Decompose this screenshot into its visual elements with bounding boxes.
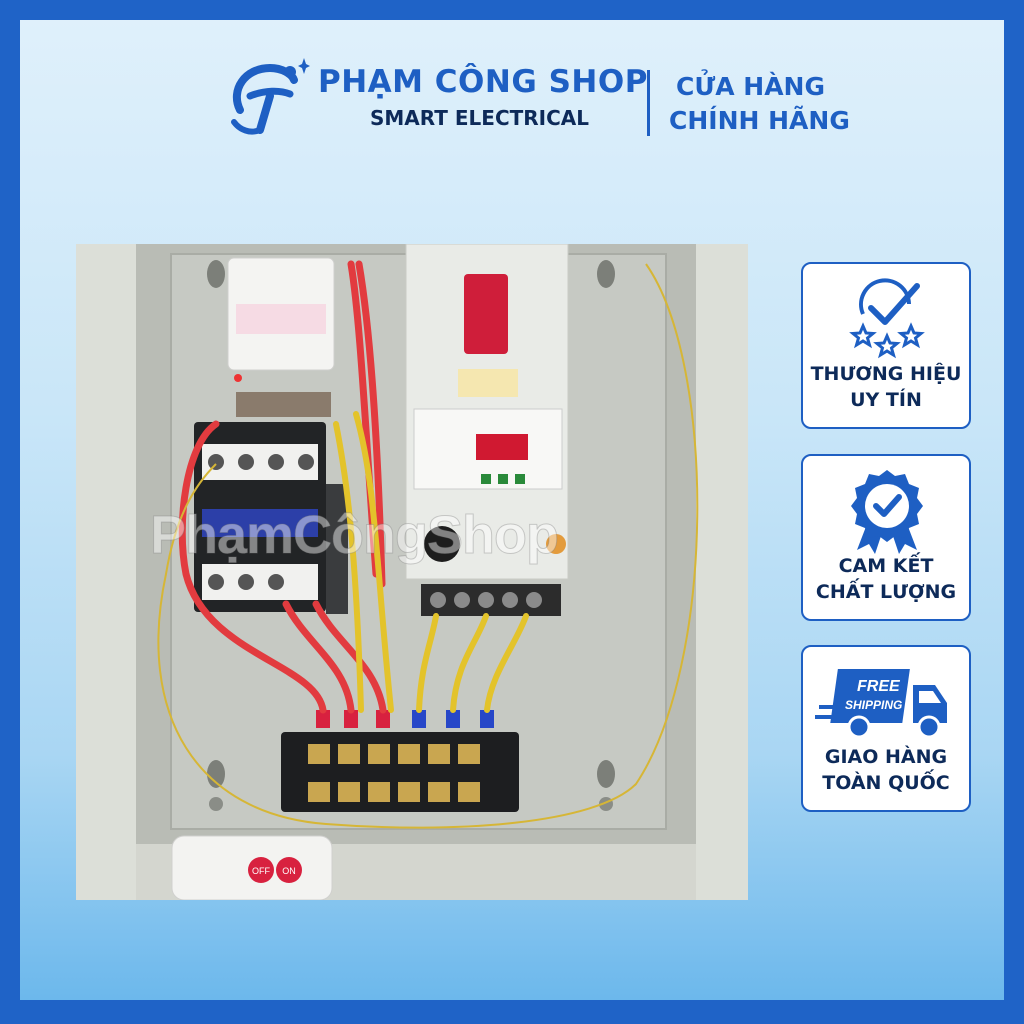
photo-watermark: PhạmCôngShop — [150, 505, 560, 566]
badge-line2: TOÀN QUỐC — [822, 772, 950, 794]
control-box-illustration: OFF ON — [76, 244, 748, 900]
store-label-line1: CỬA HÀNG — [676, 72, 825, 101]
quality-seal-icon — [851, 470, 923, 554]
stars-check-icon — [849, 278, 925, 359]
brand-name: PHẠM CÔNG SHOP — [318, 64, 648, 100]
badge-nationwide-delivery: FREE SHIPPING GIAO HÀNG TOÀN QUỐC — [801, 645, 971, 812]
brand-logo-icon — [231, 58, 310, 135]
badge-line1: THƯƠNG HIỆU — [810, 363, 962, 385]
truck-free-label: FREE — [857, 678, 901, 695]
remote-on-label: ON — [282, 866, 296, 876]
badge-line2: UY TÍN — [850, 389, 922, 411]
product-photo: OFF ON PhạmCôngShop — [76, 244, 748, 900]
truck-shipping-label: SHIPPING — [845, 698, 902, 712]
badge-trusted-brand: THƯƠNG HIỆU UY TÍN — [801, 262, 971, 429]
header-divider — [647, 70, 650, 136]
badge-quality-commitment: CAM KẾT CHẤT LƯỢNG — [801, 454, 971, 621]
brand-tagline: SMART ELECTRICAL — [370, 106, 590, 130]
badge-line1: CAM KẾT — [838, 555, 934, 577]
store-label-line2: CHÍNH HÃNG — [669, 106, 850, 135]
remote-off-label: OFF — [252, 866, 270, 876]
badge-line1: GIAO HÀNG — [824, 746, 948, 768]
delivery-truck-icon: FREE SHIPPING — [815, 669, 947, 739]
badge-line2: CHẤT LƯỢNG — [815, 581, 957, 603]
